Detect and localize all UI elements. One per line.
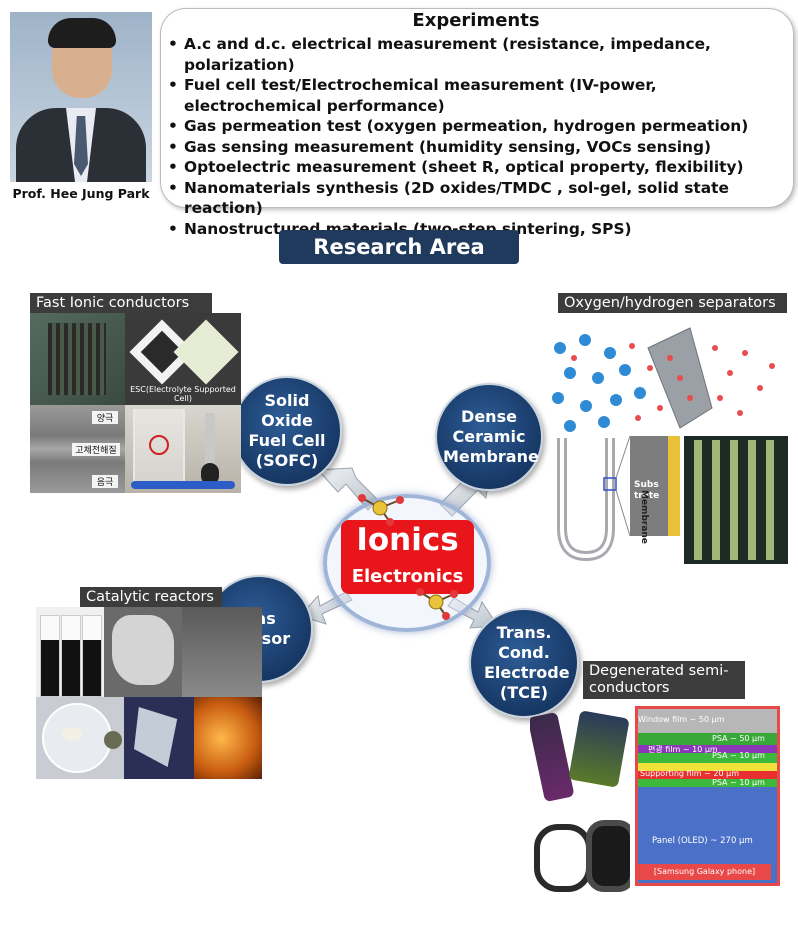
esc-caption: ESC(Electrolyte Supported Cell) [130,385,236,403]
stack-layer-label: PSA ~ 50 μm [712,734,765,743]
photo-flexible-watch [530,810,630,892]
photo-orange-crystals [194,697,262,779]
photo-catalyst-vials [36,607,104,697]
center-box [341,520,474,594]
experiment-item: Optoelectric measurement (sheet R, optic… [166,157,786,178]
node-membrane-label: Dense Ceramic Membrane [443,407,539,466]
research-area-banner: Research Area [279,230,519,264]
section-label-degenerated: Degenerated semi-conductors [583,661,745,699]
stack-layer-label: Supporting film ~ 20 μm [640,769,739,778]
layer-label-electrolyte: 고체전해질 [72,443,120,456]
experiments-title: Experiments [412,10,540,31]
center-subtitle: Electronics [351,566,464,587]
oled-stack-diagram [635,706,780,886]
photo-catalyst-sem [104,607,182,697]
section-label-fast-ionic: Fast Ionic conductors [30,293,212,313]
photo-flexible-phones [530,706,630,806]
stack-layer-label: 편광 film ~ 10 μm [648,745,718,754]
photo-catalyst-texture [182,607,262,697]
professor-photo [10,12,152,182]
section-label-separators: Oxygen/hydrogen separators [558,293,787,313]
stack-layer-label: PSA ~ 10 μm [712,751,765,760]
center-title: Ionics [356,522,459,558]
crystal-structure-icon [358,494,458,620]
section-label-catalytic: Catalytic reactors [80,587,222,607]
node-tce: Trans. Cond. Electrode (TCE) [469,608,579,718]
experiment-item: Gas permeation test (oxygen permeation, … [166,116,786,137]
node-tce-label: Trans. Cond. Electrode (TCE) [484,623,570,702]
photo-powder-dish [36,697,124,779]
stack-footer: [Samsung Galaxy phone] [638,864,771,880]
experiments-list: A.c and d.c. electrical measurement (res… [166,34,786,239]
stack-layer-label: PSA ~ 10 μm [712,778,765,787]
stack-layer-label: Panel (OLED) ~ 270 μm [652,836,753,846]
layer-label-cathode: 음극 [92,475,118,488]
node-sofc-label: Solid Oxide Fuel Cell (SOFC) [248,391,326,470]
experiment-item: Nanomaterials synthesis (2D oxides/TMDC … [166,178,786,219]
photo-fuel-cell-stack [30,313,125,405]
photo-sem-cross-section: 양극 고체전해질 음극 [30,405,125,493]
node-sofc: Solid Oxide Fuel Cell (SOFC) [232,376,342,486]
layer-label-anode: 양극 [92,411,118,424]
experiment-item: A.c and d.c. electrical measurement (res… [166,34,786,75]
node-membrane: Dense Ceramic Membrane [435,383,543,491]
membrane-label: Membrane [639,490,649,544]
separator-illustration [552,327,788,564]
photo-beaker-test [125,405,241,493]
photo-esc-cells: ESC(Electrolyte Supported Cell) [125,313,241,405]
professor-name: Prof. Hee Jung Park [12,186,150,201]
stack-layer-label: Window film ~ 50 μm [638,715,725,724]
substrate-label: Subs trate [634,480,660,501]
experiment-item: Fuel cell test/Electrochemical measureme… [166,75,786,116]
experiment-item: Gas sensing measurement (humidity sensin… [166,137,786,158]
photo-crystal-flakes [124,697,194,779]
